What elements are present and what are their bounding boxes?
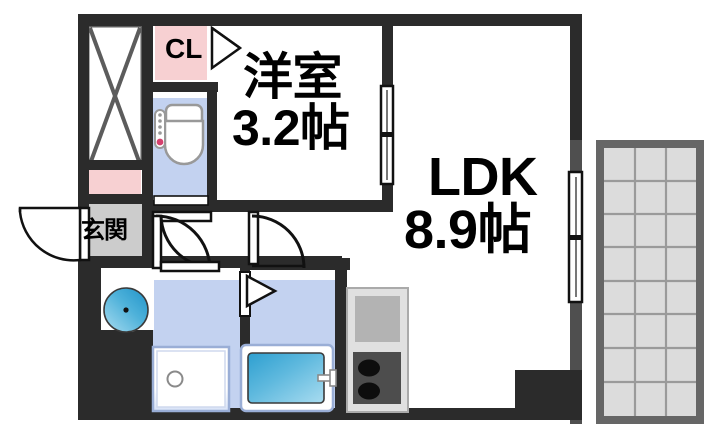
balcony	[596, 140, 704, 424]
pipe-shaft	[86, 24, 144, 168]
closet-area	[155, 22, 207, 80]
room-label-closet: CL	[165, 33, 203, 64]
washbasin-fixture	[103, 287, 149, 333]
door-entrance	[18, 206, 91, 262]
genkan-area	[89, 204, 145, 264]
room-size-ldk: 8.9帖	[404, 200, 532, 260]
toilet-fixture	[154, 103, 205, 166]
pink-block-lower	[89, 168, 141, 196]
room-size-bedroom: 3.2帖	[232, 100, 350, 156]
door-ldk	[247, 210, 306, 269]
room-label-bedroom: 洋室	[243, 49, 343, 105]
door-washroom	[151, 210, 221, 273]
room-label-entrance: 玄関	[81, 217, 128, 244]
window-balcony-door	[567, 170, 584, 304]
sliding-door-bedroom	[207, 25, 243, 82]
washing-machine-space	[151, 345, 231, 413]
room-label-ldk: LDK	[428, 147, 538, 207]
kitchen-unit	[346, 287, 409, 413]
balcony-tile-grid	[604, 148, 696, 416]
bathtub-fixture	[239, 343, 337, 413]
sliding-door-bath	[239, 271, 278, 317]
window-bedroom	[379, 84, 395, 186]
door-toilet	[153, 195, 209, 206]
